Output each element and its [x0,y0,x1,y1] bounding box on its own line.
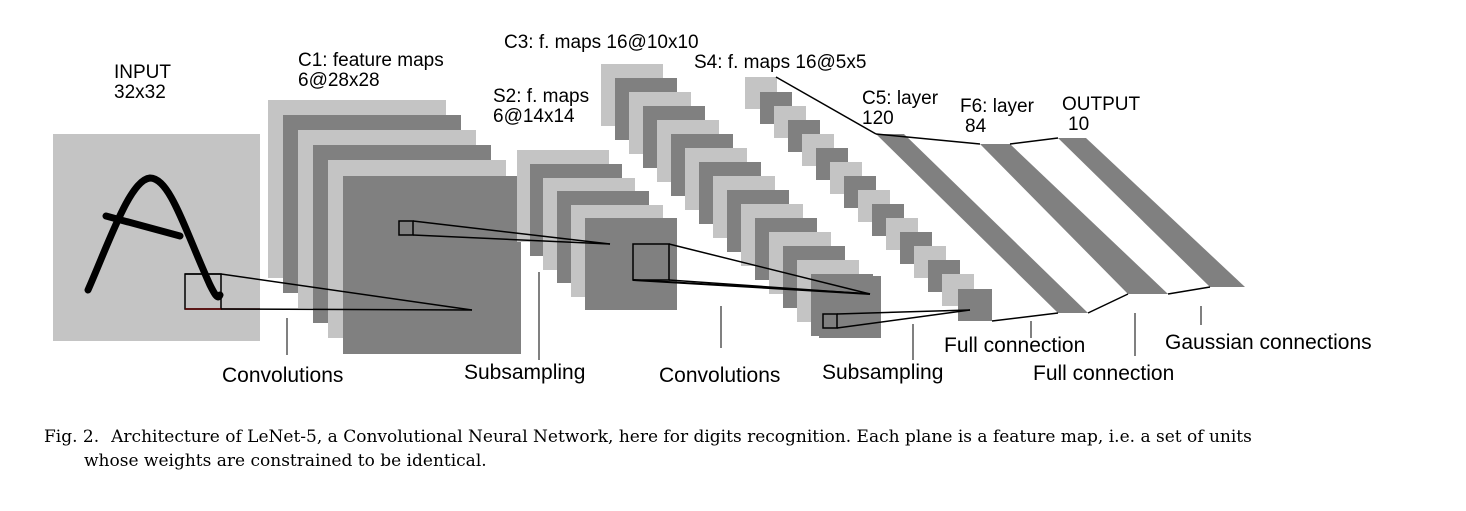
subsampling-label-2: Subsampling [822,361,943,384]
c1-feature-maps [268,100,521,354]
input-size-label: 32x32 [114,82,166,103]
gaussian-connections-label: Gaussian connections [1165,331,1372,354]
c3-feature-maps [601,64,881,338]
s2-feature-maps [517,150,677,310]
c5-name-label: C5: layer [862,88,939,109]
s4-name-label: S4: f. maps 16@5x5 [694,52,866,73]
f6-layer [980,144,1168,294]
digit-stroke-icon [84,174,224,301]
full-connection-lines [775,76,1211,322]
s2-size-label: 6@14x14 [493,106,575,127]
convolutions-label-1: Convolutions [222,364,343,387]
c1-receptive-field [398,220,414,236]
figure-number: Fig. 2. [44,427,100,447]
input-name-label: INPUT [114,62,171,83]
connector-input-c1 [185,273,473,311]
digit-crossbar-icon [102,212,184,240]
connector-c3-s4 [836,309,971,329]
subsampling-label-1: Subsampling [464,361,585,384]
c3-name-label: C3: f. maps 16@10x10 [504,32,699,53]
caption-line-2: whose weights are constrained to be iden… [84,451,487,471]
c5-layer [876,134,1088,313]
convolutions-label-2: Convolutions [659,364,780,387]
s2-name-label: S2: f. maps [493,86,589,107]
output-size-label: 10 [1068,114,1089,135]
c1-size-label: 6@28x28 [298,70,380,91]
f6-size-label: 84 [965,116,987,137]
input-plane [53,134,260,341]
s2-receptive-field [632,243,670,281]
connector-c1-s2 [412,220,611,245]
figure-caption: Fig. 2. Architecture of LeNet-5, a Convol… [44,425,1444,473]
caption-line-1: Architecture of LeNet-5, a Convolutional… [111,427,1252,447]
output-name-label: OUTPUT [1062,94,1141,115]
full-connection-label-1: Full connection [944,334,1085,357]
operation-ticks [286,272,1202,360]
f6-name-label: F6: layer [960,96,1035,117]
c3-receptive-field [822,313,838,329]
connector-s2-c3 [632,243,871,295]
output-layer [1058,138,1245,287]
full-connection-label-2: Full connection [1033,362,1174,385]
lenet-diagram: INPUT 32x32 C1: feature maps 6@28x28 S2:… [53,32,1372,387]
c1-name-label: C1: feature maps [298,50,444,71]
s4-feature-maps [745,77,992,321]
c5-size-label: 120 [862,108,894,129]
